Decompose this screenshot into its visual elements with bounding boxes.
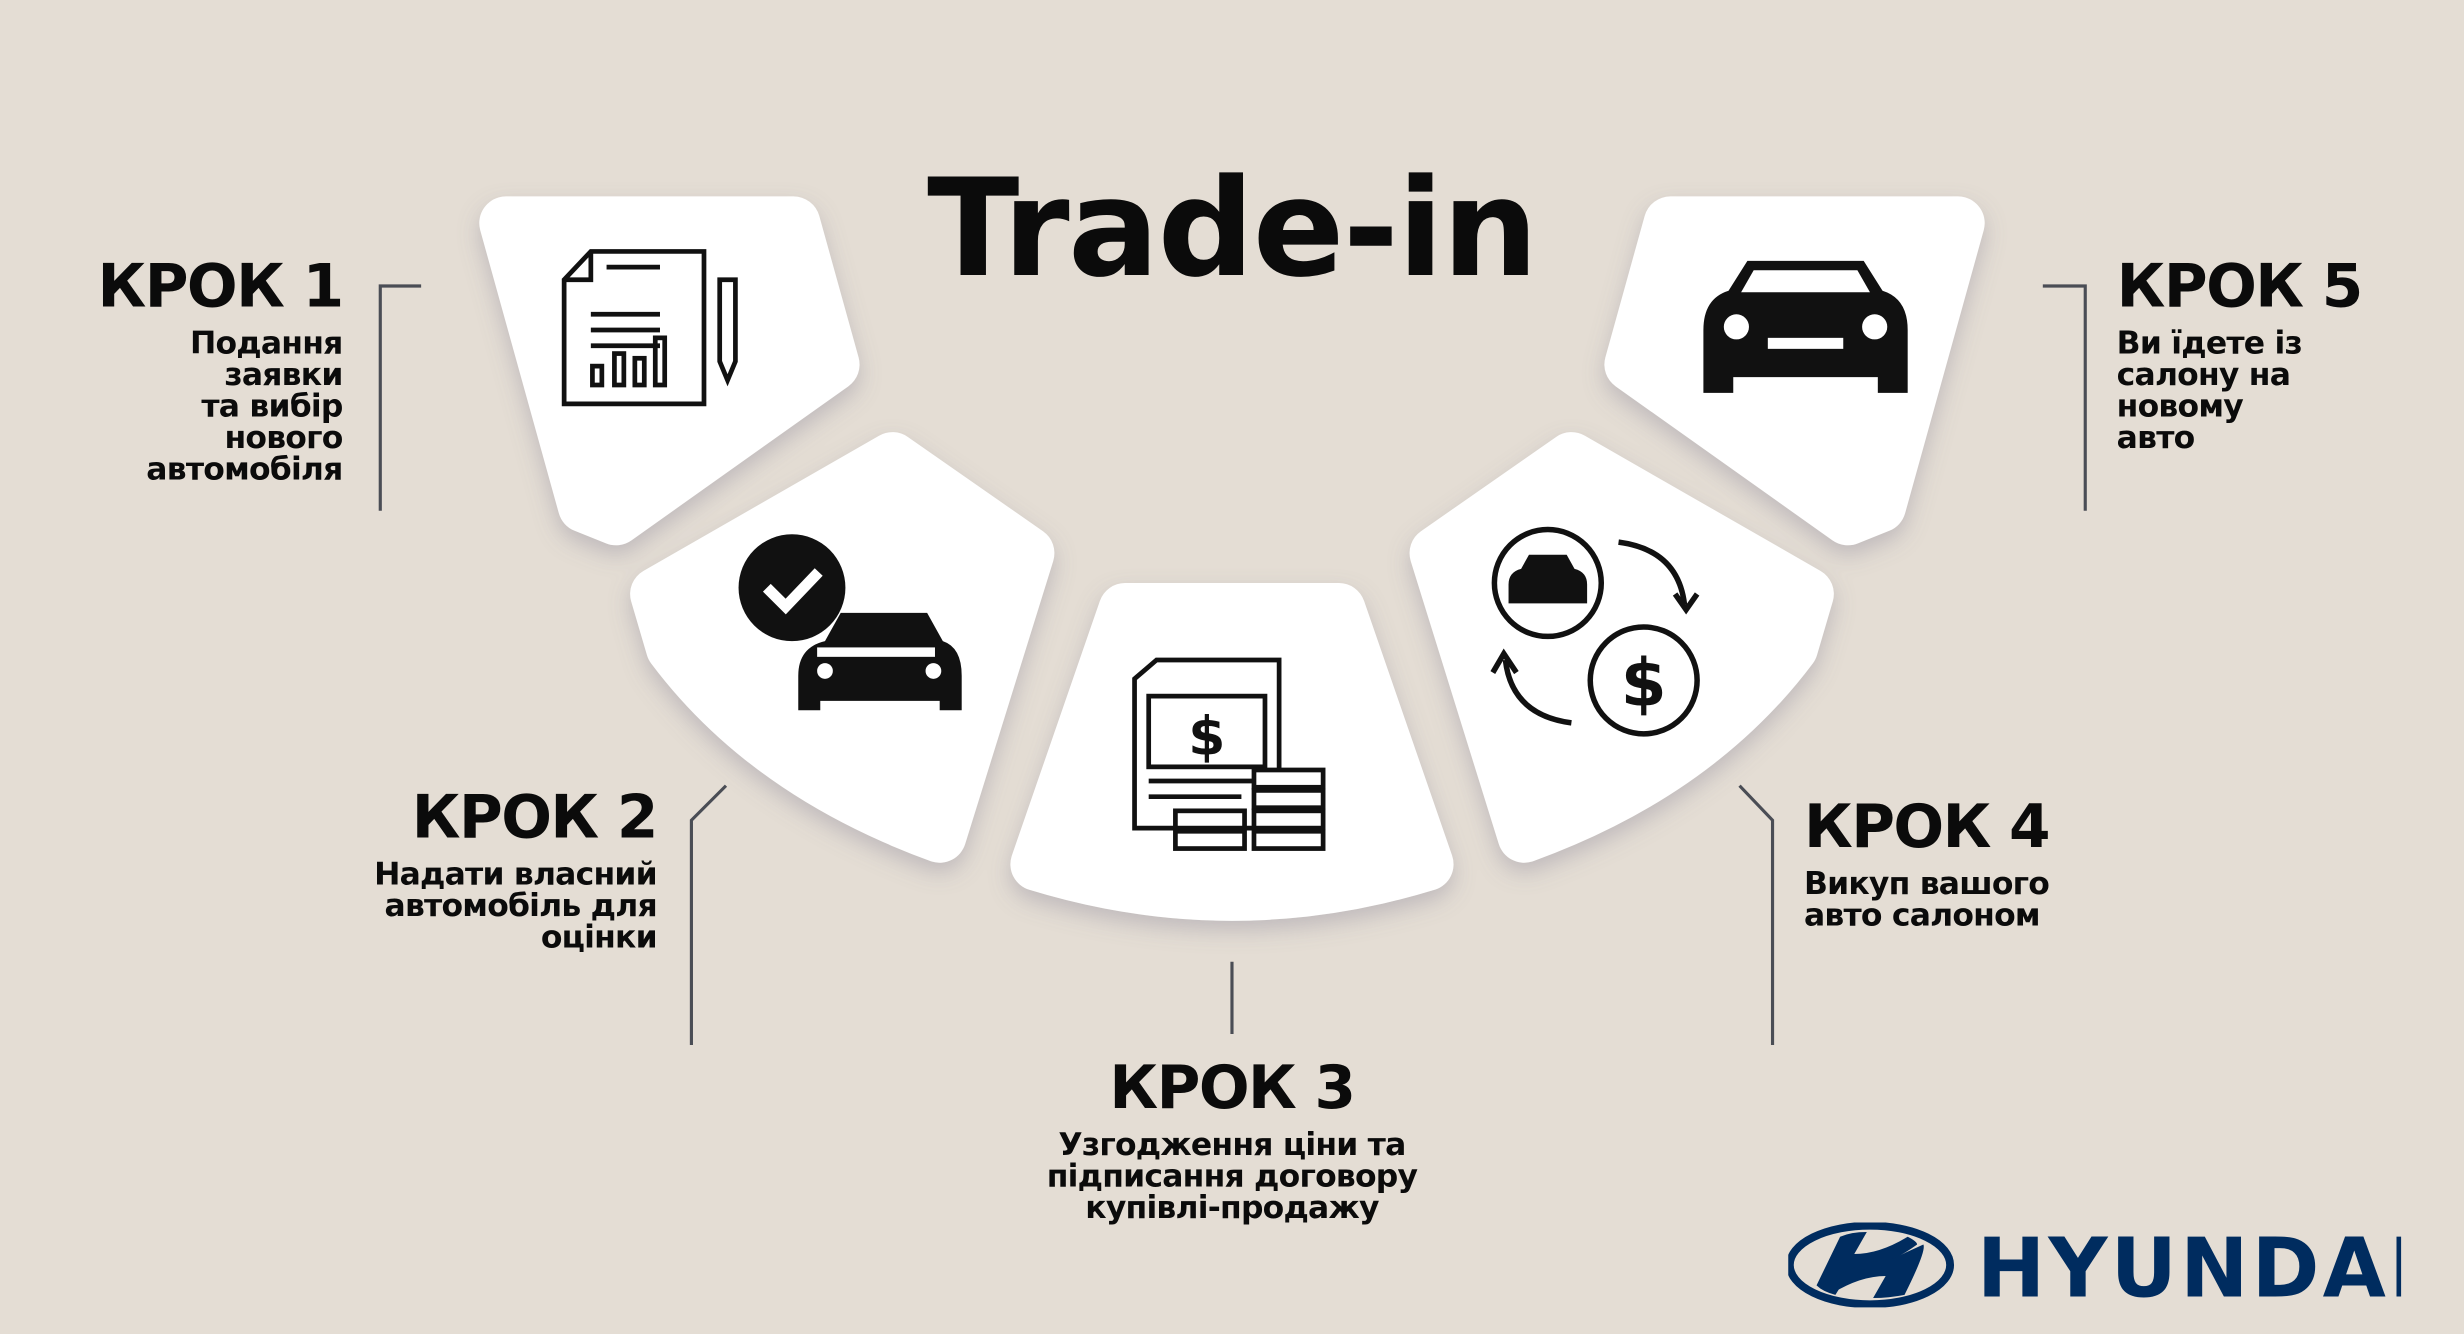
step-4-connector xyxy=(1738,784,1775,1045)
car-dollar-exchange-icon: $ xyxy=(1490,526,1700,737)
svg-text:$: $ xyxy=(1188,704,1225,767)
step-4-card xyxy=(1409,432,1834,863)
page-title: Trade-in xyxy=(927,150,1538,308)
car-front-icon xyxy=(1703,260,1908,393)
svg-text:HYUNDAI: HYUNDAI xyxy=(1977,1223,2401,1308)
document-chart-pencil-icon xyxy=(561,249,738,407)
car-checkmark-icon xyxy=(738,534,962,711)
step-2-connector xyxy=(689,784,728,1045)
contract-money-icon: $ xyxy=(1132,657,1326,851)
hyundai-logo: HYUNDAI xyxy=(1788,1222,2401,1308)
svg-text:$: $ xyxy=(1621,645,1667,722)
step-1-card xyxy=(479,196,860,546)
step-1-label: КРОК 1 xyxy=(97,251,345,321)
step-2-label: КРОК 2 xyxy=(411,782,659,852)
step-1-connector xyxy=(378,284,422,511)
step-3-label: КРОК 3 xyxy=(1109,1052,1356,1122)
step-5-label: КРОК 5 xyxy=(2116,251,2364,321)
step-4-label: КРОК 4 xyxy=(1803,791,2051,862)
step-3-card xyxy=(1010,582,1454,921)
step-5-connector xyxy=(2042,284,2087,511)
